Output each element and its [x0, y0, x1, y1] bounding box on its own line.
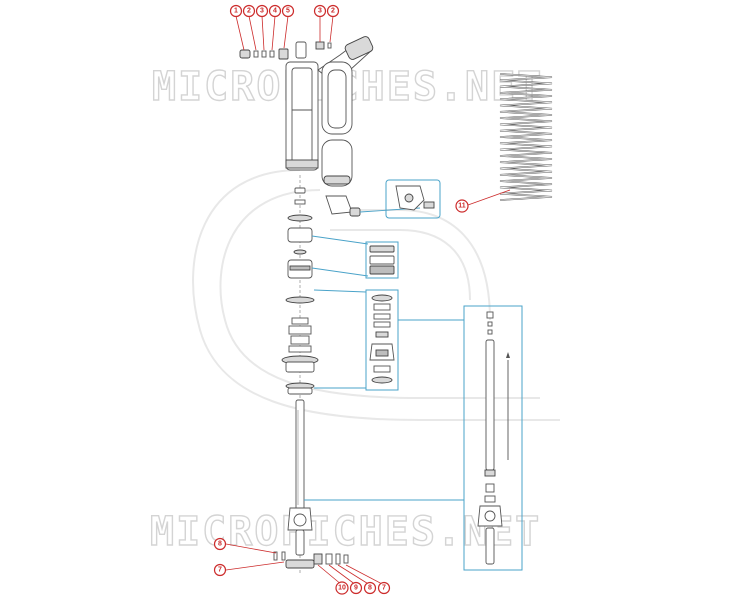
svg-text:1: 1 — [234, 8, 238, 15]
callouts: 1 2 3 4 5 3 2 11 — [213, 4, 469, 595]
shaft-assembly — [285, 399, 315, 569]
svg-text:4: 4 — [273, 8, 277, 15]
callout-bottom-8: 8 — [363, 581, 377, 595]
callout-top-left-3: 3 — [255, 4, 269, 18]
adjuster-assembly — [325, 179, 441, 219]
callout-top-right-2: 2 — [326, 4, 340, 18]
svg-text:7: 7 — [382, 585, 386, 592]
shock-body — [285, 36, 374, 171]
callout-top-left-1: 1 — [229, 4, 243, 18]
svg-text:8: 8 — [368, 585, 372, 592]
svg-text:2: 2 — [331, 8, 335, 15]
svg-text:11: 11 — [458, 203, 466, 210]
bottom-hardware — [273, 551, 349, 565]
callout-bottom-9: 9 — [349, 581, 363, 595]
callout-bottom-left-8: 8 — [213, 537, 227, 551]
svg-text:9: 9 — [354, 585, 358, 592]
spring-coil-highlight — [499, 73, 553, 201]
watermark-bottom: MICROFICHES.NET — [150, 509, 541, 555]
valve-detail — [313, 289, 399, 391]
callout-top-left-2: 2 — [242, 4, 256, 18]
callout-bottom-10: 10 — [335, 581, 349, 595]
background-logo — [192, 169, 560, 421]
coil-spring — [499, 73, 553, 201]
callout-bottom-7: 7 — [377, 581, 391, 595]
piston-detail — [311, 235, 399, 279]
callout-top-left-5: 5 — [281, 4, 295, 18]
svg-text:8: 8 — [218, 541, 222, 548]
callout-top-right-3: 3 — [313, 4, 327, 18]
callout-spring-11: 11 — [455, 199, 469, 213]
shaft-detail — [304, 305, 523, 571]
callout-top-left-4: 4 — [268, 4, 282, 18]
top-hardware — [239, 41, 332, 60]
callout-bottom-left-7: 7 — [213, 563, 227, 577]
internal-stack — [281, 187, 319, 395]
svg-text:2: 2 — [247, 8, 251, 15]
leader-lines — [225, 15, 511, 586]
svg-text:3: 3 — [318, 8, 322, 15]
reservoir — [321, 139, 353, 187]
svg-text:10: 10 — [338, 585, 346, 592]
svg-text:3: 3 — [260, 8, 264, 15]
svg-text:7: 7 — [218, 567, 222, 574]
svg-text:5: 5 — [286, 8, 290, 15]
